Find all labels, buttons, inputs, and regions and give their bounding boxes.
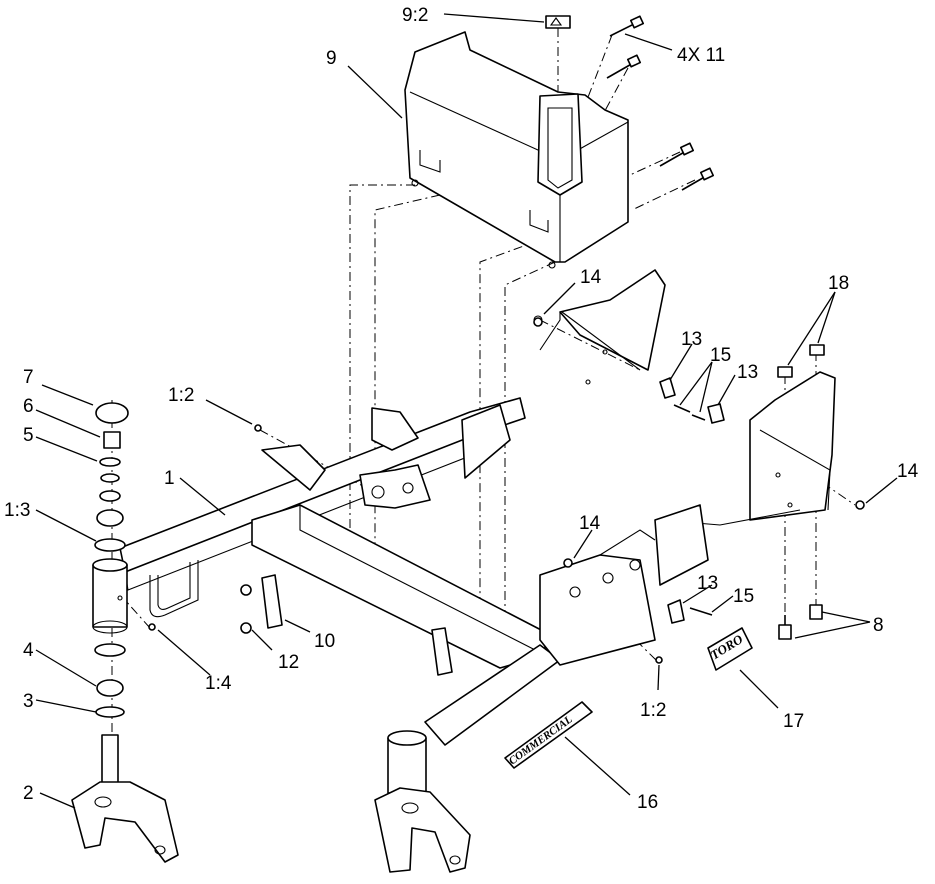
callout-1-2-upper: 1:2 (168, 385, 194, 406)
fittings-1-2 (148, 424, 663, 664)
caster-stack-left (94, 402, 129, 786)
callout-1-2-lower: 1:2 (640, 700, 666, 721)
side-plate-lower (539, 504, 709, 666)
callout-3: 3 (23, 691, 34, 712)
side-plate-right (659, 371, 836, 526)
callout-10: 10 (314, 631, 335, 652)
decal-commercial-16: COMMERCIAL (504, 701, 593, 769)
callout-5: 5 (23, 425, 34, 446)
frame-1 (92, 397, 561, 746)
nuts-14 (533, 317, 865, 568)
callout-1-3: 1:3 (4, 500, 30, 521)
callout-9-2: 9:2 (402, 5, 428, 26)
callout-13-lower: 13 (697, 573, 718, 594)
clamps-13 (659, 377, 725, 624)
screws-11 (606, 15, 715, 191)
callout-7: 7 (23, 367, 34, 388)
housing-9 (404, 31, 629, 269)
commercial-decal-text: COMMERCIAL (507, 713, 575, 767)
callout-1-4: 1:4 (205, 673, 232, 694)
callout-15-upper: 15 (710, 345, 731, 366)
callout-4: 4 (23, 640, 34, 661)
callout-14-upper: 14 (580, 267, 602, 288)
callout-2: 2 (23, 783, 34, 804)
callout-17: 17 (783, 711, 804, 732)
callout-16: 16 (637, 792, 658, 813)
nuts-18 (777, 344, 825, 378)
callout-9: 9 (326, 48, 337, 69)
callout-12: 12 (278, 652, 299, 673)
screws-15 (673, 404, 713, 616)
callout-labels: 9:2 9 4X 11 14 18 7 6 5 1:2 13 15 13 1 1… (4, 5, 919, 813)
caster-fork-left (71, 781, 179, 863)
callout-14-right: 14 (897, 461, 919, 482)
decal-9-2 (545, 15, 571, 29)
decal-toro-17: TORO (707, 627, 753, 671)
side-plate-upper (533, 269, 666, 385)
callout-15-lower: 15 (733, 586, 754, 607)
callout-18: 18 (828, 273, 849, 294)
callout-14-lower: 14 (579, 513, 601, 534)
callout-13-right: 13 (737, 362, 758, 383)
callout-6: 6 (23, 396, 34, 417)
callout-1: 1 (164, 468, 175, 489)
links-10 (240, 574, 453, 676)
leader-lines (35, 13, 898, 809)
callout-8: 8 (873, 615, 884, 636)
callout-4x-11: 4X 11 (677, 45, 725, 66)
callout-13-left: 13 (681, 329, 702, 350)
caster-fork-right (374, 730, 471, 873)
